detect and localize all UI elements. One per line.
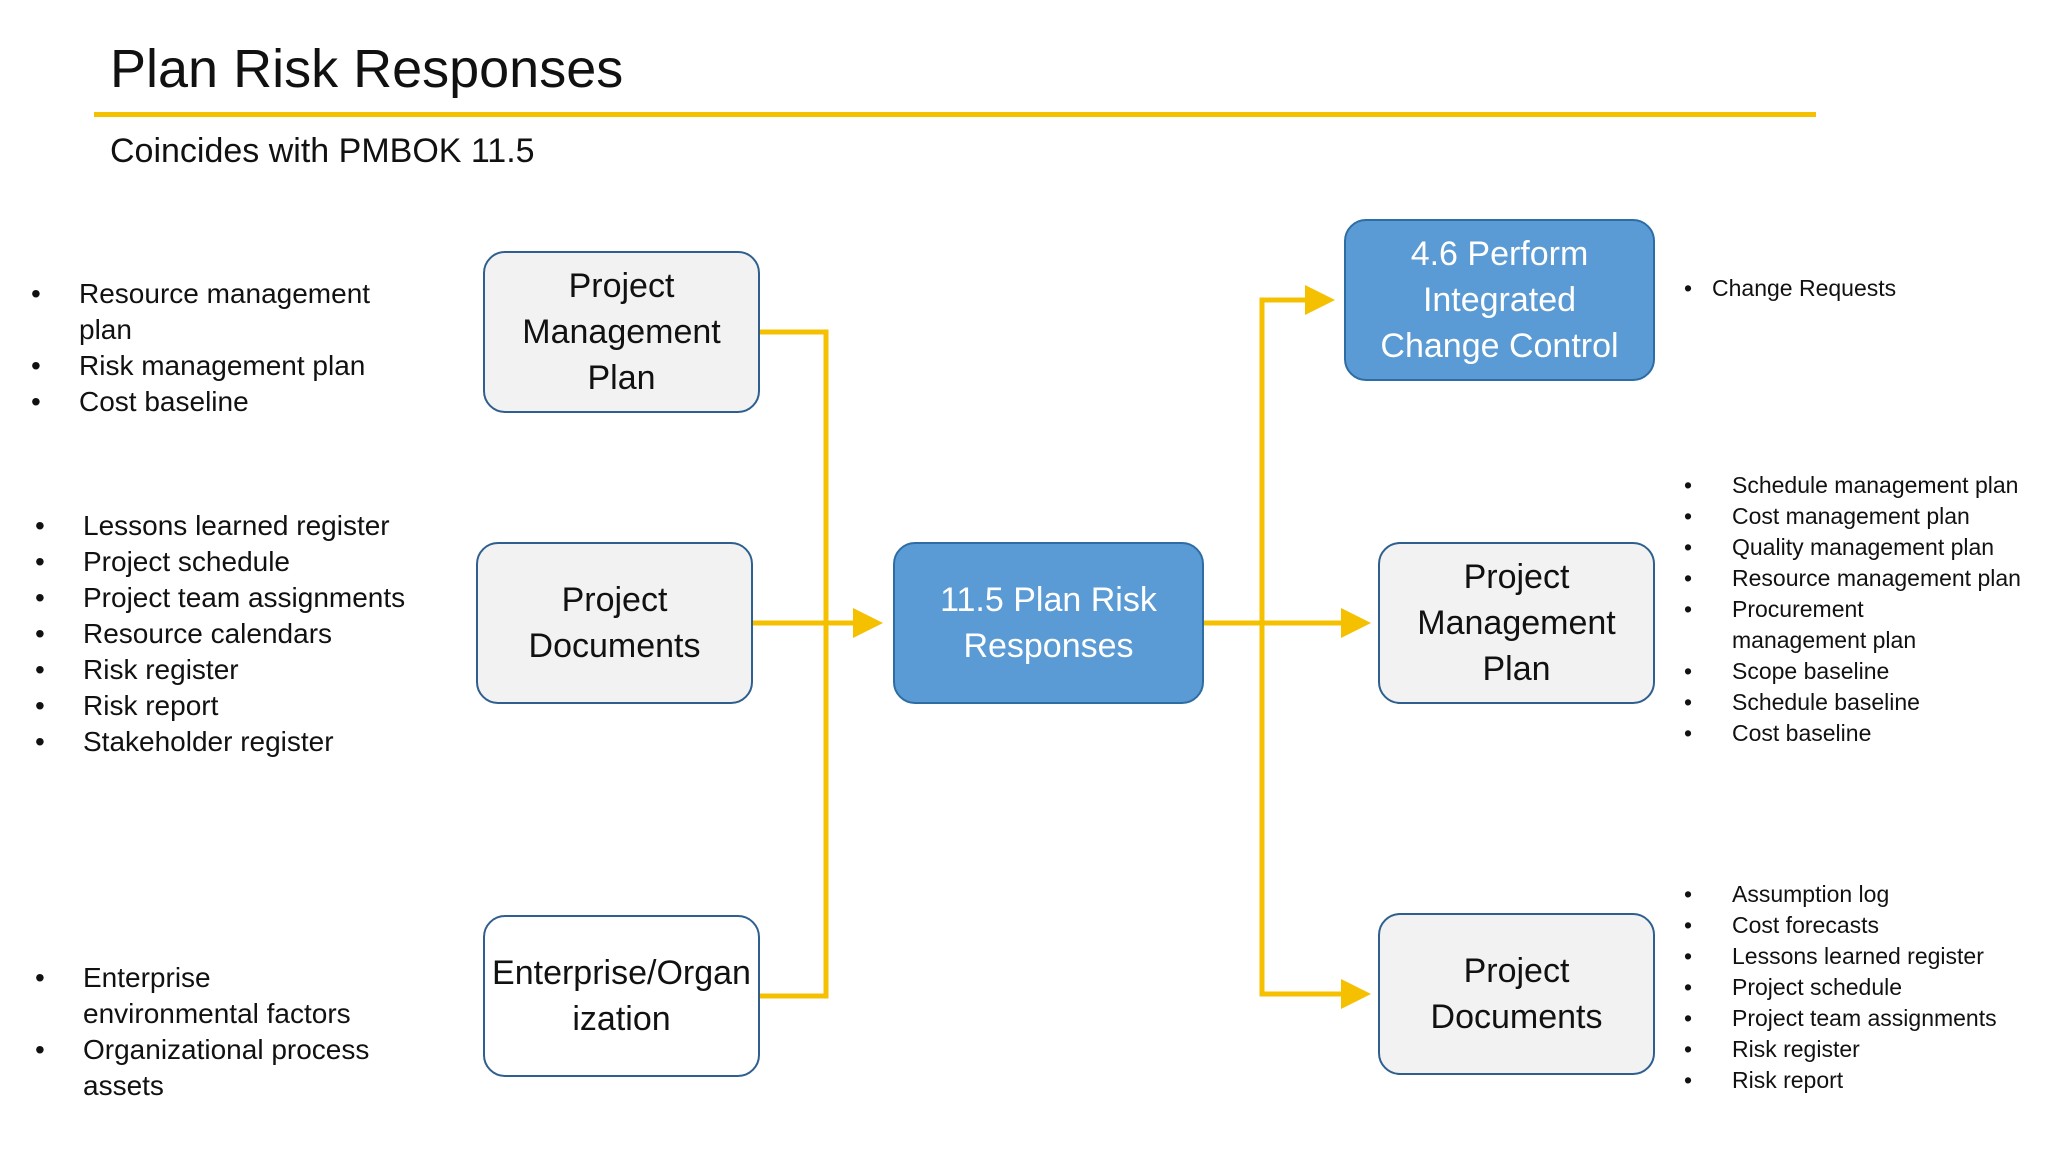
list-item: Risk register bbox=[1680, 1034, 2032, 1065]
list-item: Enterprise environmental factors bbox=[31, 960, 391, 1032]
input-2-item-list: Lessons learned register Project schedul… bbox=[31, 508, 431, 760]
list-item: Quality management plan bbox=[1680, 532, 2032, 563]
input-box-project-management-plan: Project Management Plan bbox=[483, 251, 760, 413]
output-box-integrated-change-control: 4.6 Perform Integrated Change Control bbox=[1344, 219, 1655, 381]
title-underline bbox=[94, 112, 1816, 117]
process-box-plan-risk-responses: 11.5 Plan Risk Responses bbox=[893, 542, 1204, 704]
list-item: Change Requests bbox=[1680, 273, 2000, 304]
list-item: Cost baseline bbox=[1680, 718, 2032, 749]
output-1-item-list: Change Requests bbox=[1680, 273, 2000, 304]
list-item: Schedule baseline bbox=[1680, 687, 2032, 718]
list-item: Schedule management plan bbox=[1680, 470, 2032, 501]
list-item: Project team assignments bbox=[31, 580, 431, 616]
list-item: Risk management plan bbox=[27, 348, 387, 384]
list-item: Cost management plan bbox=[1680, 501, 2032, 532]
list-item: Resource management plan bbox=[27, 276, 387, 348]
input-box-project-documents: Project Documents bbox=[476, 542, 753, 704]
list-item: Risk register bbox=[31, 652, 431, 688]
input-box-label: Enterprise/Organization bbox=[492, 954, 751, 1038]
input-3-item-list: Enterprise environmental factors Organiz… bbox=[31, 960, 391, 1104]
page-subtitle: Coincides with PMBOK 11.5 bbox=[110, 132, 535, 170]
list-item: Scope baseline bbox=[1680, 656, 2032, 687]
output-box-project-documents: Project Documents bbox=[1378, 913, 1655, 1075]
output-box-label: Project Documents bbox=[1430, 952, 1603, 1036]
list-item: Stakeholder register bbox=[31, 724, 431, 760]
output-3-item-list: Assumption log Cost forecasts Lessons le… bbox=[1680, 879, 2032, 1096]
connector-output-1 bbox=[1259, 285, 1335, 623]
output-box-label: 4.6 Perform Integrated Change Control bbox=[1380, 235, 1619, 365]
connector-input-1 bbox=[760, 329, 829, 623]
list-item: Cost forecasts bbox=[1680, 910, 2032, 941]
list-item: Resource management plan bbox=[1680, 563, 2032, 594]
list-item: Project schedule bbox=[1680, 972, 2032, 1003]
input-box-label: Project Management Plan bbox=[522, 267, 721, 397]
connector-input-3 bbox=[760, 623, 829, 999]
list-item: Assumption log bbox=[1680, 879, 2032, 910]
connector-output-3 bbox=[1259, 623, 1371, 1009]
list-item: Risk report bbox=[1680, 1065, 2032, 1096]
output-box-project-management-plan: Project Management Plan bbox=[1378, 542, 1655, 704]
list-item: Organizational process assets bbox=[31, 1032, 391, 1104]
input-1-item-list: Resource management plan Risk management… bbox=[27, 276, 387, 420]
list-item: Project team assignments bbox=[1680, 1003, 2032, 1034]
input-box-enterprise-organization: Enterprise/Organization bbox=[483, 915, 760, 1077]
output-2-item-list: Schedule management plan Cost management… bbox=[1680, 470, 2032, 749]
list-item: Procurement management plan bbox=[1680, 594, 1972, 656]
list-item: Risk report bbox=[31, 688, 431, 724]
input-box-label: Project Documents bbox=[528, 581, 701, 665]
page-title: Plan Risk Responses bbox=[110, 39, 624, 99]
list-item: Lessons learned register bbox=[31, 508, 431, 544]
list-item: Cost baseline bbox=[27, 384, 387, 420]
process-box-label: 11.5 Plan Risk Responses bbox=[940, 581, 1157, 665]
list-item: Lessons learned register bbox=[1680, 941, 2032, 972]
list-item: Project schedule bbox=[31, 544, 431, 580]
list-item: Resource calendars bbox=[31, 616, 431, 652]
output-box-label: Project Management Plan bbox=[1417, 558, 1616, 688]
